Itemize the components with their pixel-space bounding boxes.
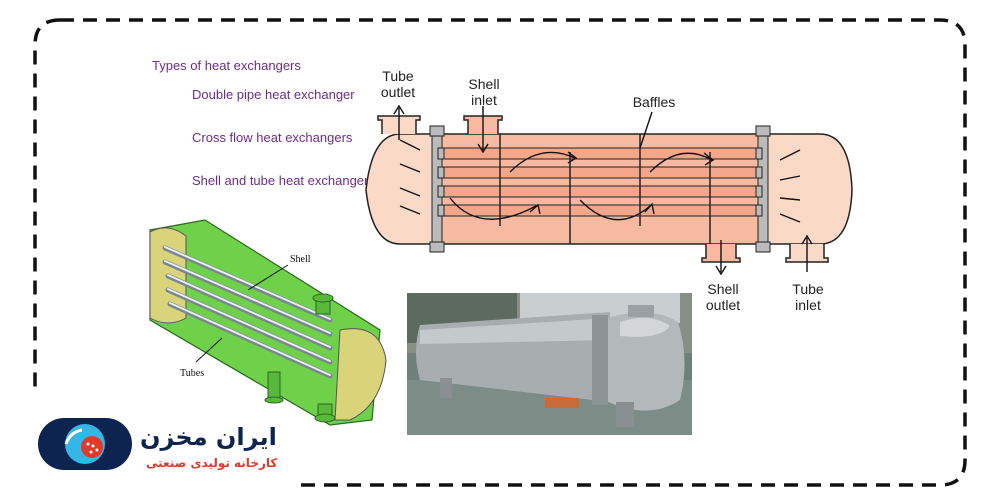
label-shell-inlet-line1: Shell xyxy=(468,76,500,92)
label-tube-inlet-line1: Tube xyxy=(792,281,824,297)
type-cross-flow: Cross flow heat exchangers xyxy=(192,130,353,145)
label-tube-outlet: Tube outlet xyxy=(378,68,418,100)
label-tube-inlet: Tube inlet xyxy=(786,281,830,313)
label-baffles: Baffles xyxy=(632,94,676,110)
label-shell-outlet-line1: Shell xyxy=(707,281,739,297)
label-tube-outlet-line1: Tube xyxy=(382,68,414,84)
heading-title: Types of heat exchangers xyxy=(152,58,301,73)
label-tube-inlet-line2: inlet xyxy=(795,297,821,313)
right-channel xyxy=(759,133,853,245)
label-shell-inlet-line2: inlet xyxy=(471,92,497,108)
label-shell-inlet: Shell inlet xyxy=(462,76,506,108)
type-double-pipe: Double pipe heat exchanger xyxy=(192,87,355,102)
label-tubes: Tubes xyxy=(180,368,205,379)
logo-tagline: کارخانه تولیدی صنعتی xyxy=(146,456,278,470)
flow-arrows xyxy=(393,104,813,276)
label-shell: Shell xyxy=(290,254,311,265)
baffles xyxy=(499,134,711,244)
label-tube-outlet-line2: outlet xyxy=(380,84,416,100)
type-shell-and-tube: Shell and tube heat exchanger xyxy=(192,173,369,188)
label-shell-outlet: Shell outlet xyxy=(700,281,746,313)
label-shell-outlet-line2: outlet xyxy=(705,297,741,313)
logo-name: ایران مخزن xyxy=(140,423,277,451)
